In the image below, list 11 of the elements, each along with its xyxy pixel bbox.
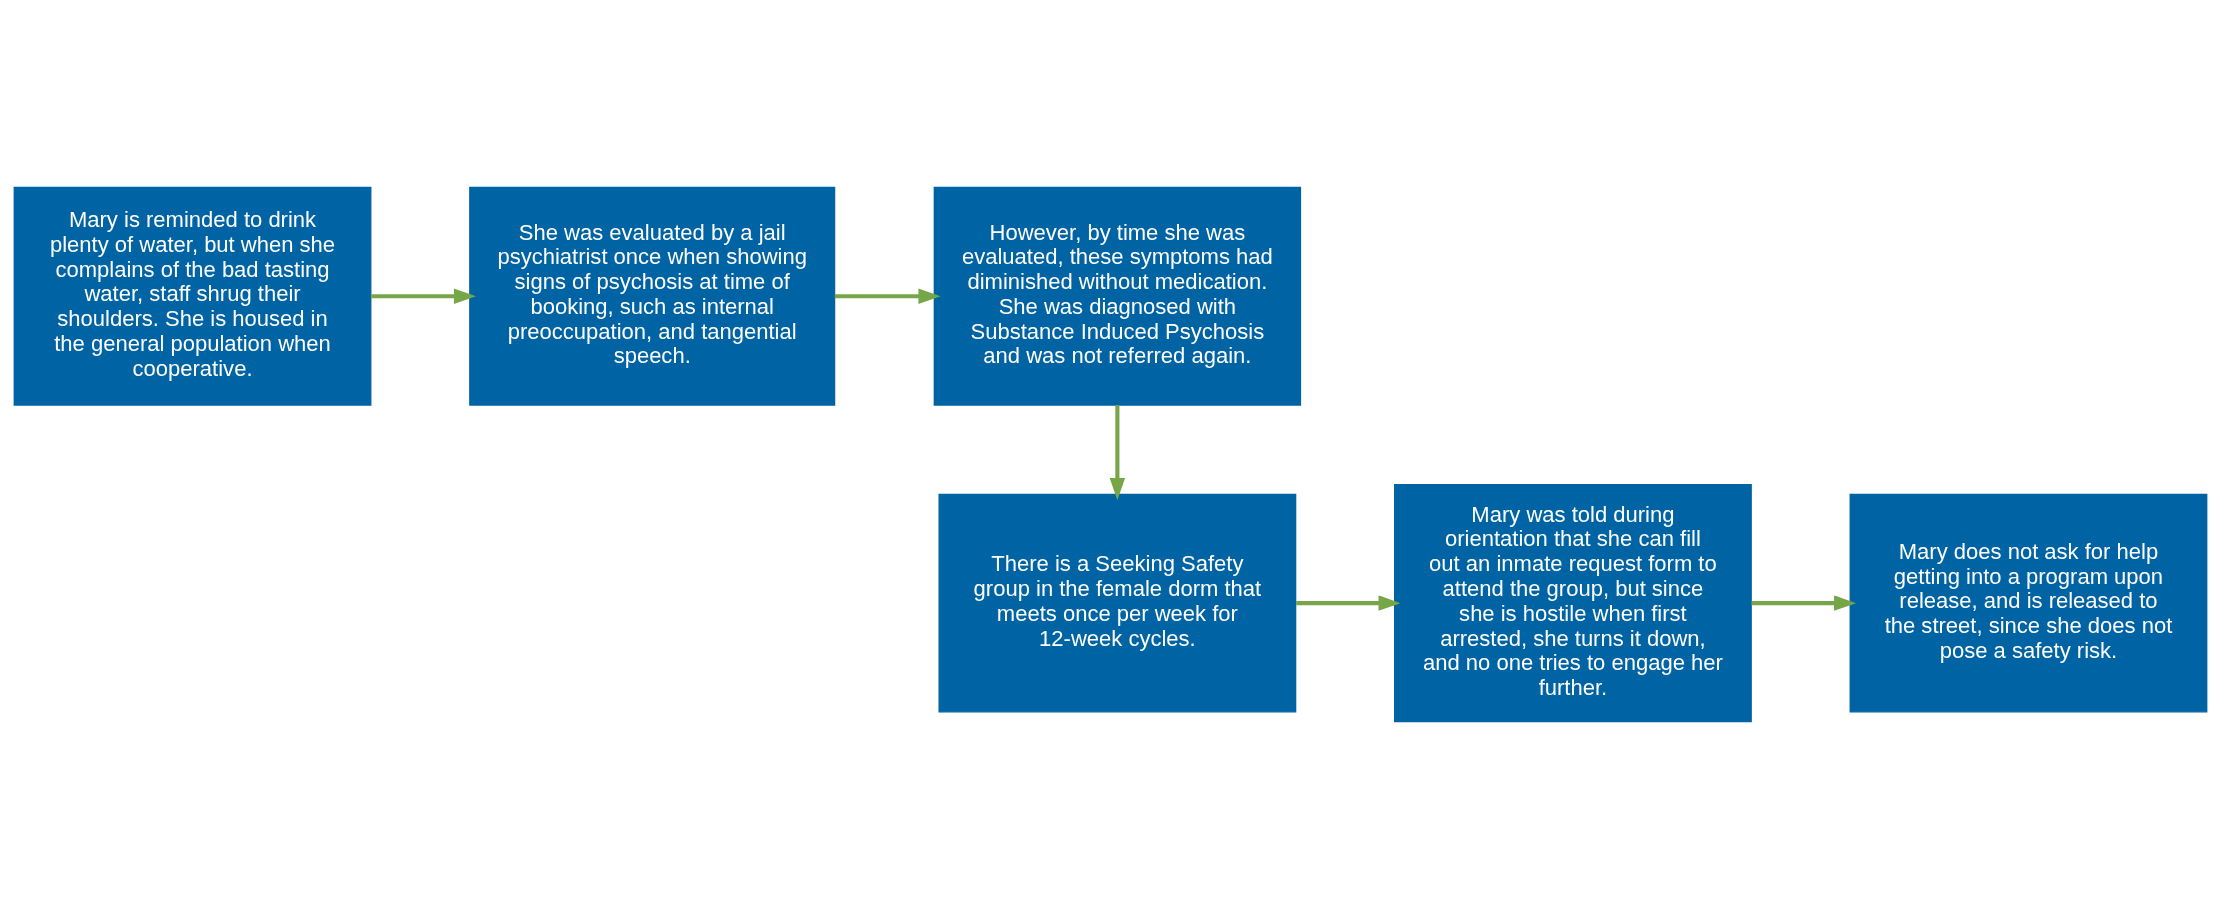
node-box: Mary is reminded to drink plenty of water, but when she complains of the bad tasting water, staff shrug their shoulders. She is housed in the general population when cooperative.	[13, 186, 372, 406]
node-box: However, by time she was evaluated, these symptoms had diminished without medication. She was diagnosed with Substance Induced Psychosis and was not referred again.	[933, 186, 1302, 406]
node-box: There is a Seeking Safety group in the female dorm that meets once per week for 12-week cycles.	[938, 493, 1297, 713]
node-box: She was evaluated by a jail psychiatrist once when showing signs of psychosis at time of booking, such as internal preoccupation, and tangential speech.	[469, 186, 836, 406]
node-box: Mary does not ask for help getting into a program upon release, and is released to the street, since she does not pose a safety risk.	[1849, 493, 2208, 713]
arrow	[1109, 404, 1126, 500]
arrow	[1296, 594, 1401, 611]
node-box: Mary was told during orientation that she can fill out an inmate request form to attend the group, but since she is hostile when first arrested, she turns it down, and no one tries to engage her further.	[1394, 483, 1752, 722]
arrow	[1751, 594, 1857, 611]
arrow	[834, 288, 941, 304]
arrow	[370, 288, 476, 304]
